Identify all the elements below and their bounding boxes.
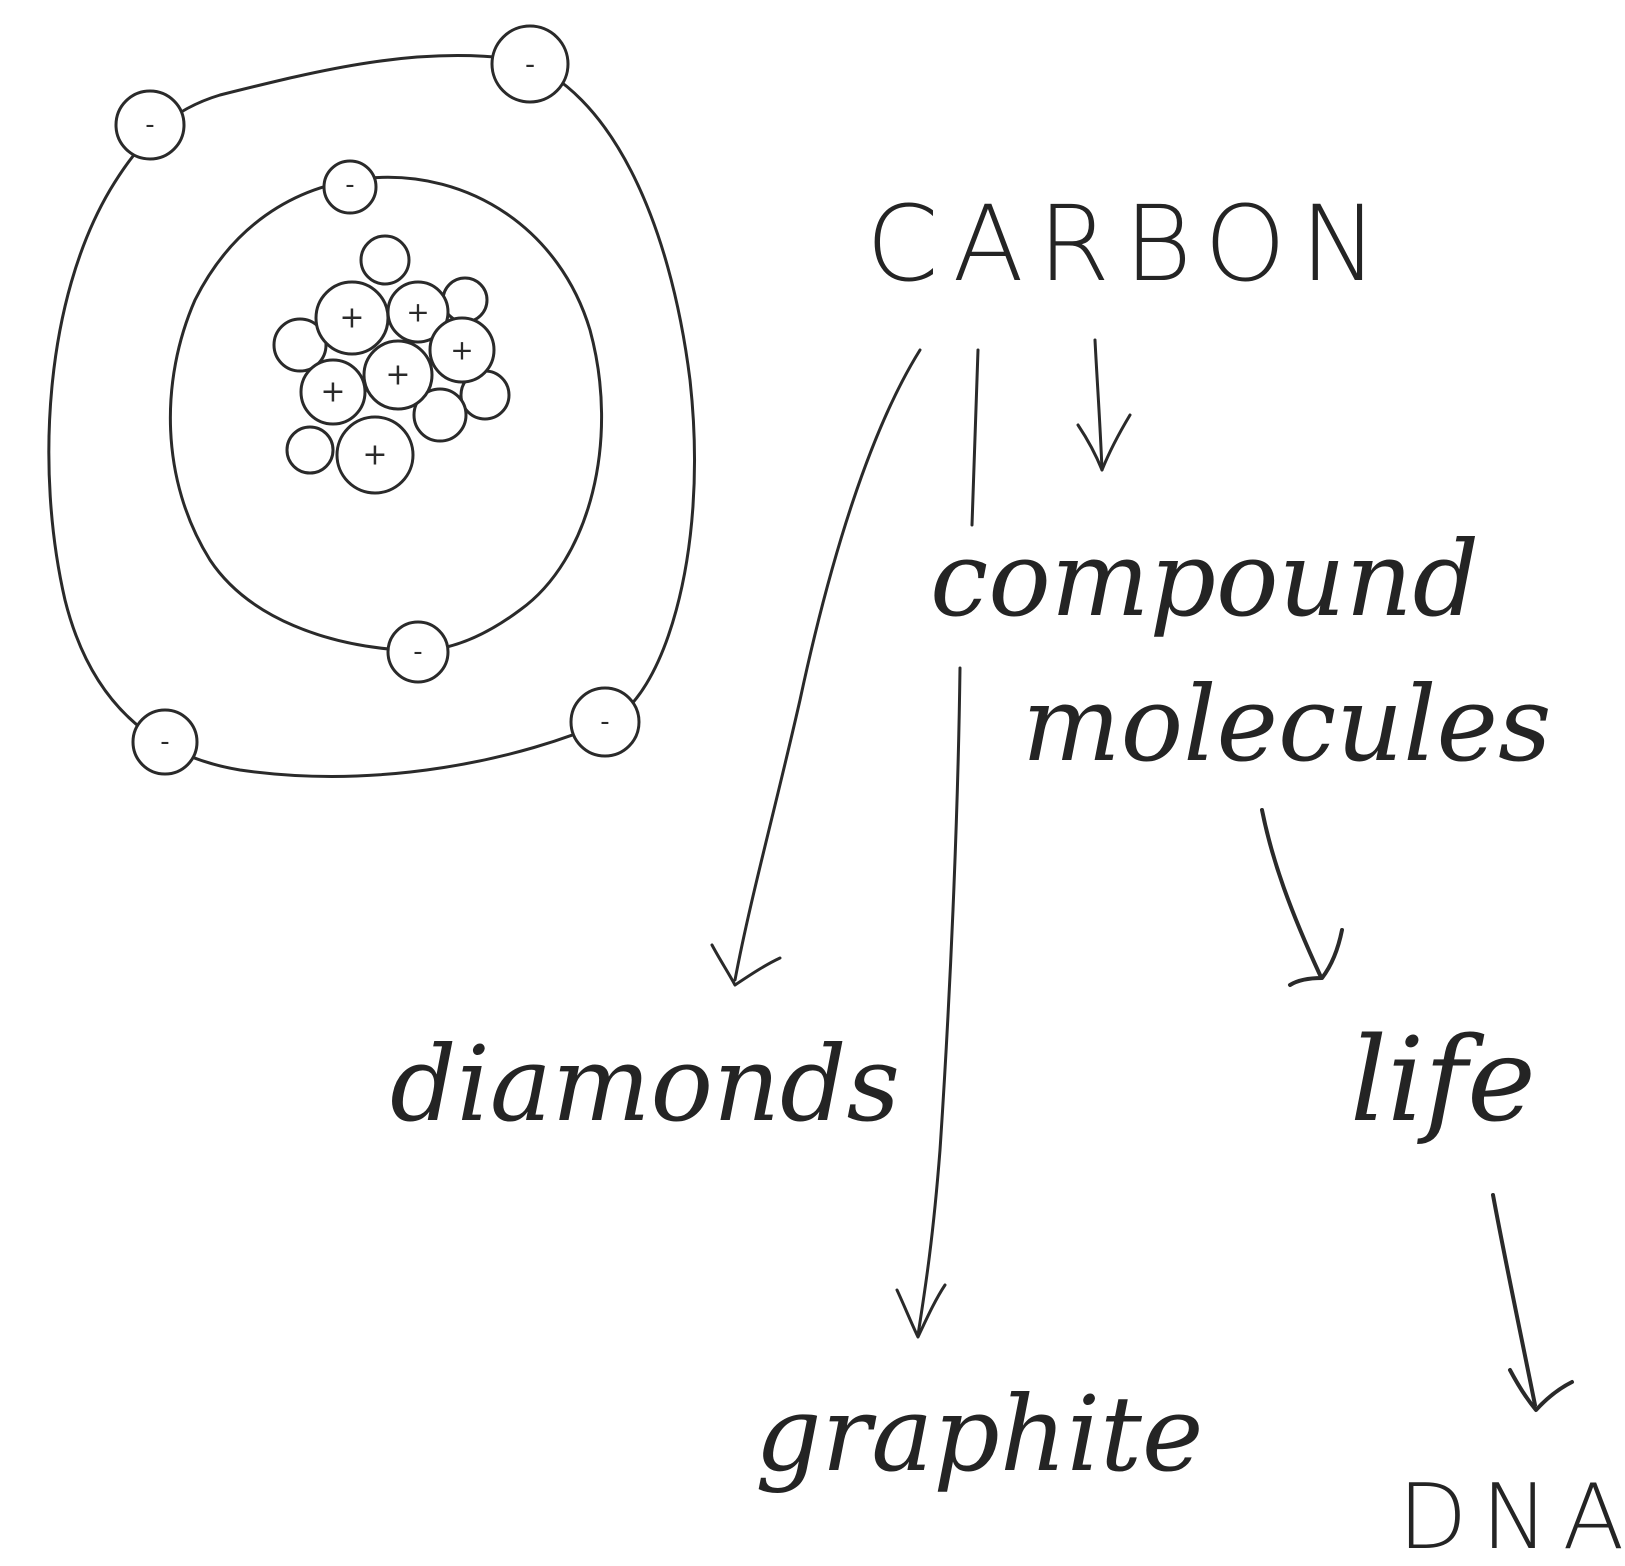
electron-sign: -: [413, 637, 422, 667]
proton: [428, 316, 496, 384]
electron-sign: -: [525, 48, 535, 81]
neutron: [412, 387, 468, 443]
compound-molecules-label-line2: molecules: [1022, 663, 1551, 785]
electron: [322, 159, 378, 215]
electron: [490, 24, 570, 104]
dna-label: DNA: [1398, 1465, 1625, 1566]
arrow-icon: [895, 348, 980, 1339]
neutron: [441, 276, 489, 324]
electron-sign: -: [145, 110, 154, 140]
life-label: life: [1350, 1013, 1536, 1148]
proton: [299, 358, 367, 426]
atom-diagram: + + + + + + - - - - - -: [47, 24, 697, 778]
diamonds-label: diamonds: [390, 1023, 900, 1145]
electron: [569, 686, 641, 758]
arrow-icon: [1260, 808, 1344, 987]
nucleus: + + + + + +: [272, 234, 511, 495]
arrow-icon: [710, 348, 922, 987]
compound-molecules-label-line1: compound: [930, 518, 1479, 640]
electron: [131, 708, 199, 776]
electron-sign: -: [600, 707, 609, 737]
electron-sign: -: [345, 170, 354, 200]
neutron: [359, 234, 411, 286]
electron: [386, 620, 450, 684]
graphite-label: graphite: [755, 1373, 1203, 1495]
electron: [114, 89, 186, 161]
arrow-down-icon: [1076, 338, 1132, 472]
proton-sign: +: [320, 375, 345, 410]
electron-sign: -: [160, 727, 169, 757]
proton: [362, 339, 434, 411]
carbon-label: CARBON: [866, 183, 1392, 305]
proton-sign: +: [385, 358, 410, 393]
proton-sign: +: [362, 438, 387, 473]
proton: [335, 415, 415, 495]
proton: [386, 280, 450, 344]
proton-sign: +: [339, 301, 364, 336]
neutron: [285, 425, 335, 475]
proton-sign: +: [450, 334, 473, 367]
proton-sign: +: [406, 296, 429, 329]
arrow-icon: [1491, 1193, 1574, 1412]
